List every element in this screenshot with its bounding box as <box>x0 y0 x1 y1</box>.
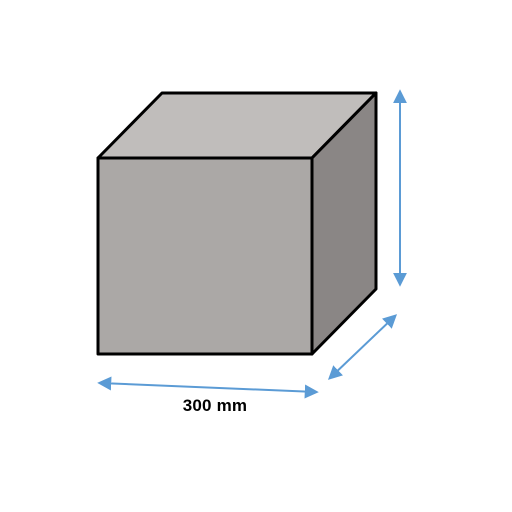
depth-dimension-arrow-icon <box>327 314 398 380</box>
width-dimension-arrow-icon <box>97 376 319 399</box>
cube-front-face <box>96 156 314 356</box>
dimension-label: 300 mm <box>182 396 248 415</box>
